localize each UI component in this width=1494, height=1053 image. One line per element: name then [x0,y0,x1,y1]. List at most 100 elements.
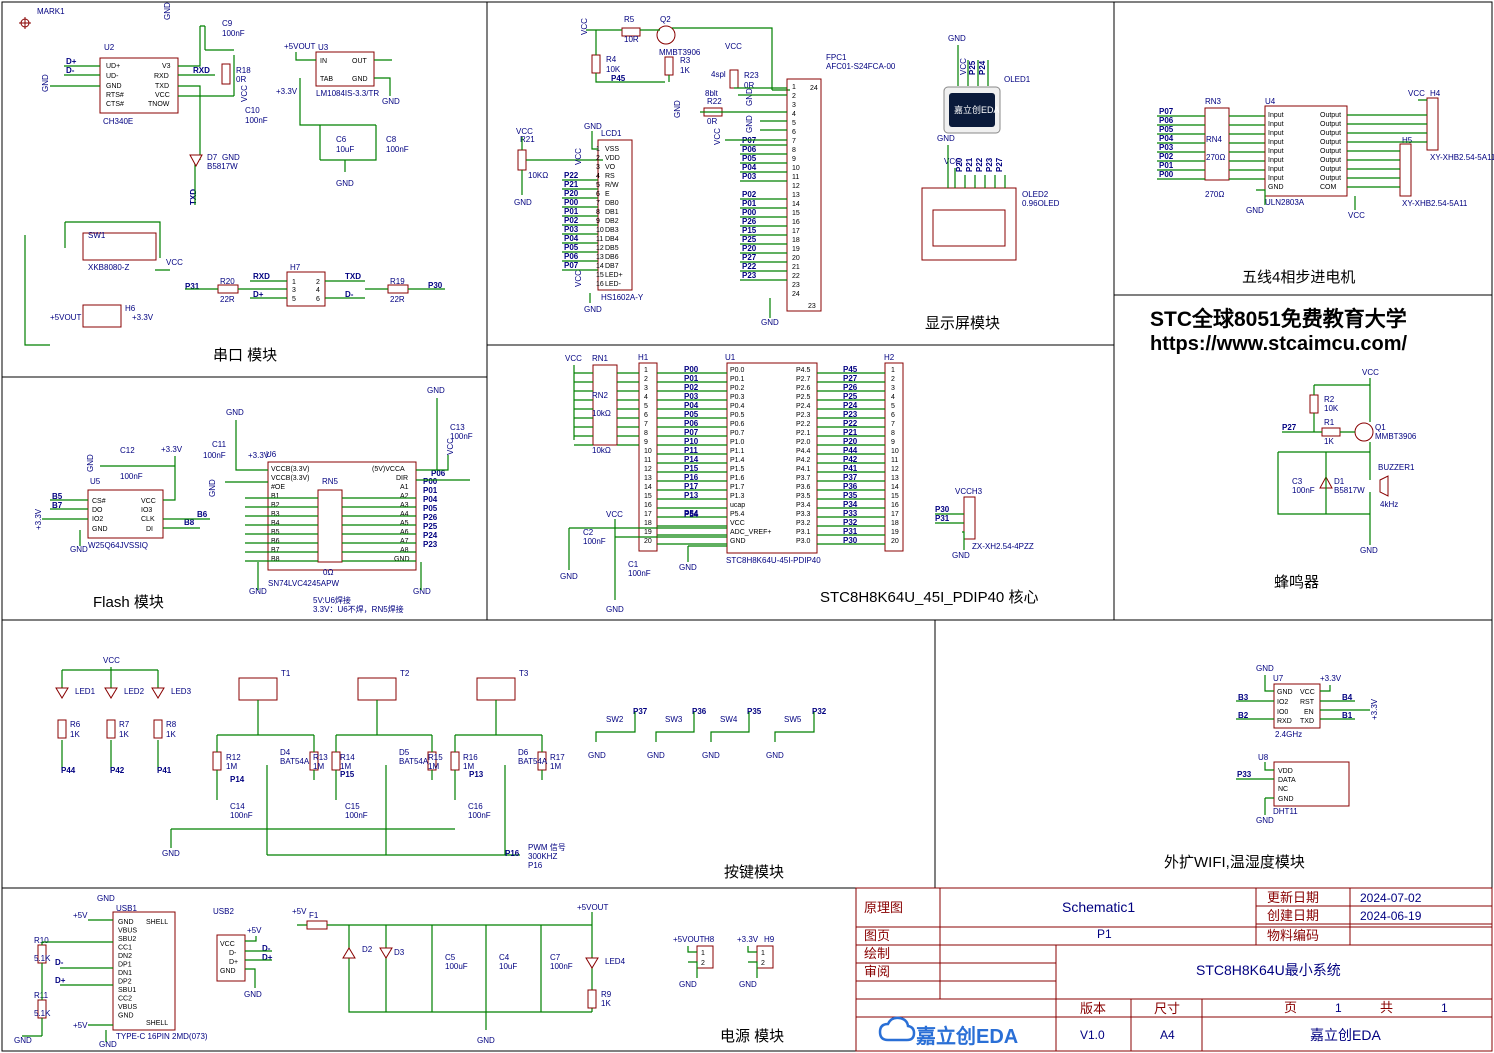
fpc1-net-label: P06 [742,145,757,154]
u1-pin-right: P4.1 [796,466,811,473]
h5-connector [1399,143,1412,197]
svg-text:P23: P23 [423,540,438,549]
svg-text:H1: H1 [638,353,649,362]
svg-text:VCC: VCC [1348,211,1365,220]
svg-text:+5VOUT: +5VOUT [673,935,704,944]
svg-text:IO3: IO3 [141,507,152,514]
svg-text:PWM 信号: PWM 信号 [528,842,566,852]
svg-text:R8: R8 [166,720,177,729]
display-module: VCC R5 10R Q2 MMBT3906 R4 10K R3 1K P45 … [514,15,1060,327]
svg-text:GND: GND [92,526,108,533]
jlc-eda-logo: 嘉立创EDA [878,1016,1018,1048]
stc-banner: STC全球8051免费教育大学 https://www.stcaimcu.com… [1150,307,1408,355]
lcd-pin-name: DB5 [605,245,619,252]
svg-text:IO0: IO0 [1277,709,1288,716]
h1-pin-number: 18 [644,520,652,527]
tb-company: 嘉立创EDA [1310,1027,1381,1043]
svg-text:R3: R3 [680,56,691,65]
usb1-pin-name: GND [118,919,134,926]
svg-text:100nF: 100nF [120,472,143,481]
fpc1-pin-24: 24 [810,85,818,92]
svg-text:DHT11: DHT11 [1273,807,1298,816]
ch340e-pins-right: V3 RXD TXD VCC TNOW [148,63,171,108]
u1-pin-right: P3.4 [796,502,811,509]
core-module: VCC RN1 RN2 10kΩ 10kΩ H1 U1 STC8H8K64U-4… [560,353,1034,614]
fpc1-pin-number: 3 [792,102,796,109]
svg-text:UD+: UD+ [106,63,120,70]
svg-text:GND: GND [99,1040,117,1049]
w25q64-chip [87,489,164,539]
uln-pin-left: Input [1268,175,1284,182]
lcd-net-label: P22 [564,171,579,180]
uln-pin-right: Output [1320,121,1341,128]
svg-text:+3.3V: +3.3V [132,313,154,322]
svg-text:R19: R19 [390,277,405,286]
fpc1-pin-number: 11 [792,174,799,181]
u1-pin-left: P0.0 [730,367,745,374]
u1-pin-right: P2.1 [796,430,811,437]
svg-text:A3: A3 [400,502,409,509]
svg-text:GND: GND [106,83,122,90]
svg-text:VCC: VCC [574,270,583,287]
u6-pins-left: VCCB(3.3V) VCCB(3.3V) #OE B1 B2 B3 B4 B5… [271,466,310,563]
fpc1-net-label: P15 [742,226,757,235]
u1-pin-right: P4.2 [796,457,811,464]
svg-text:B5: B5 [271,529,280,536]
h1-pin-number: 7 [644,421,648,428]
svg-text:1M: 1M [428,762,439,771]
svg-text:1K: 1K [70,730,80,739]
svg-text:C8: C8 [386,135,397,144]
svg-text:R12: R12 [226,753,241,762]
svg-text:GND: GND [702,751,720,760]
lcd-pin-name: DB4 [605,236,619,243]
svg-text:1K: 1K [119,730,129,739]
core-right-net: P22 [843,419,858,428]
fpc1-pin-number: 8 [792,147,796,154]
svg-text:GND: GND [97,894,115,903]
fpc1-pin-number: 14 [792,201,800,208]
svg-text:B4: B4 [271,520,280,527]
svg-text:+3.3V: +3.3V [737,935,759,944]
module-title-buzzer: 蜂鸣器 [1274,574,1319,591]
svg-text:H2: H2 [884,353,895,362]
svg-text:USB2: USB2 [213,907,234,916]
svg-text:100nF: 100nF [386,145,409,154]
h4-connector [1426,97,1439,151]
fpc1-net-label: P00 [742,208,757,217]
module-title-display: 显示屏模块 [925,315,1000,332]
svg-text:W25Q64JVSSIQ: W25Q64JVSSIQ [88,541,148,550]
fpc1-nets: 1234567P078P069P0510P0411P031213P0214P01… [740,84,818,310]
fpc1-net-label: P04 [742,163,757,172]
svg-text:1K: 1K [601,999,611,1008]
r21-potentiometer [517,149,527,171]
svg-text:2: 2 [701,960,705,967]
h1-pin-number: 20 [644,538,652,545]
svg-text:LCD1: LCD1 [601,129,622,138]
svg-text:P05: P05 [423,504,438,513]
svg-text:8blt: 8blt [705,89,719,98]
lcd-net-label: P05 [564,243,579,252]
svg-text:R23: R23 [744,71,759,80]
svg-text:P32: P32 [812,707,827,716]
h1-pin-number: 2 [644,376,648,383]
svg-text:P45: P45 [611,74,626,83]
svg-text:LED2: LED2 [124,687,145,696]
u1-pin-left: P0.6 [730,421,745,428]
uln-pin-left: Input [1268,112,1284,119]
power-module: GND USB1 TYPE-C 16PIN 2MD(073) GNDVBUSSB… [14,894,775,1049]
svg-text:VCC: VCC [959,58,968,75]
core-right-net: P31 [843,527,858,536]
core-right-net: P45 [843,365,858,374]
svg-text:B5: B5 [52,492,63,501]
module-title-stepper: 五线4相步进电机 [1242,269,1355,286]
uln-pin-left: GND [1268,184,1284,191]
svg-text:2: 2 [761,960,765,967]
usb1-pin-name: DP1 [118,962,132,969]
svg-text:嘉立创EDA: 嘉立创EDA [915,1024,1018,1048]
uln-pin-right: COM [1320,184,1337,191]
svg-text:3: 3 [292,287,296,294]
svg-text:CTS#: CTS# [106,101,124,108]
svg-text:D+: D+ [66,57,77,66]
